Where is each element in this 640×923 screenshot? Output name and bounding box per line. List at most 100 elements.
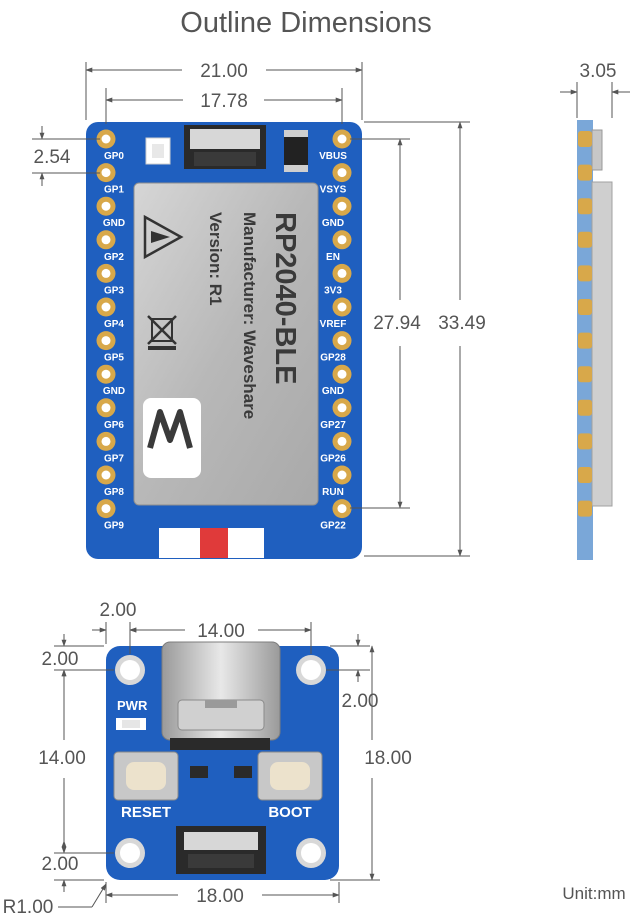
- side-pad: [578, 433, 592, 450]
- pwr-led: [116, 718, 146, 730]
- castellated-pad: [332, 129, 352, 149]
- side-pad-column: [578, 131, 592, 517]
- castellated-pad: [96, 431, 116, 451]
- pin-label: GP5: [104, 353, 124, 364]
- module-name: RP2040-BLE: [269, 212, 301, 384]
- pin-label: GP3: [104, 285, 124, 296]
- dim-adapter-hole-offset-top-right: 2.00: [326, 634, 378, 712]
- right-pin-labels: VBUSVSYSGNDEN3V3VREFGP28GNDGP27GP26RUNGP…: [319, 151, 347, 532]
- dim-adapter-width: 18.00: [105, 882, 340, 907]
- dim-pin-pitch: 2.54: [32, 126, 100, 186]
- dim-adapter-corner-radius: R1.00: [3, 883, 107, 918]
- side-view: [577, 120, 613, 560]
- dim-adapter-hole-offset-bottom-label: 2.00: [42, 854, 79, 875]
- pin-label: GP4: [104, 319, 124, 330]
- pin-label: GP28: [320, 353, 346, 364]
- dim-pin-pitch-label: 2.54: [34, 147, 71, 168]
- pin-label: GP8: [104, 487, 124, 498]
- dim-board-width: 21.00: [85, 61, 363, 120]
- castellated-pad: [332, 263, 352, 283]
- dim-adapter-height: 18.00: [330, 645, 412, 881]
- dim-adapter-hole-spacing-y-label: 14.00: [38, 748, 86, 769]
- dim-adapter-corner-radius-label: R1.00: [3, 897, 54, 918]
- side-pad: [578, 399, 592, 416]
- bottom-fuse: [200, 528, 228, 558]
- dim-pin-column-length: 27.94: [350, 138, 421, 509]
- mounting-hole: [115, 655, 145, 685]
- pin-label: GP9: [104, 521, 124, 532]
- castellated-pad: [332, 465, 352, 485]
- dim-pin-column-length-label: 27.94: [373, 313, 421, 334]
- dim-pin-row-span: 17.78: [105, 88, 343, 124]
- dim-pin-row-span-label: 17.78: [200, 91, 248, 112]
- dim-board-length: 33.49: [364, 121, 486, 557]
- pin-label: EN: [326, 252, 340, 263]
- pin-label: GND: [322, 218, 344, 229]
- module-version: Version: R1: [206, 212, 225, 306]
- side-pad: [578, 198, 592, 215]
- reset-button[interactable]: [113, 751, 179, 801]
- dim-adapter-hole-spacing-y: 14.00: [38, 669, 114, 854]
- dim-adapter-hole-offset-x: 2.00: [92, 600, 144, 654]
- castellated-pad: [332, 297, 352, 317]
- pin-label: GP0: [104, 151, 124, 162]
- side-pad: [578, 164, 592, 181]
- boot-label: BOOT: [268, 804, 311, 821]
- adapter-board: PWR RESET BOOT: [106, 641, 339, 880]
- castellated-pad: [332, 499, 352, 519]
- castellated-pad: [96, 196, 116, 216]
- esd-warning-icon: [143, 214, 184, 260]
- right-pad-column: [332, 129, 352, 519]
- castellated-pad: [96, 230, 116, 250]
- castellated-pad: [96, 398, 116, 418]
- pin-label: GP22: [320, 521, 346, 532]
- side-pad: [578, 467, 592, 483]
- mounting-hole: [296, 838, 326, 868]
- module-manufacturer: Manufacturer: Waveshare: [240, 212, 259, 419]
- side-pad: [578, 500, 592, 517]
- pin-label: GP27: [320, 420, 346, 431]
- pin-label: VBUS: [319, 151, 347, 162]
- side-shield: [591, 181, 613, 507]
- rf-module-shield: RP2040-BLE Manufacturer: Waveshare Versi…: [133, 182, 319, 506]
- pin-label: GP2: [104, 252, 124, 263]
- castellated-pad: [96, 263, 116, 283]
- castellated-pad: [332, 163, 352, 183]
- page-title: Outline Dimensions: [180, 7, 431, 39]
- adapter-fpc-connector: [176, 826, 266, 874]
- side-pad: [578, 299, 592, 315]
- dim-adapter-hole-offset-top: 2.00: [42, 634, 114, 682]
- dim-side-thickness-label: 3.05: [580, 61, 617, 82]
- left-pad-column: [96, 129, 116, 519]
- pin-label: VSYS: [320, 185, 347, 196]
- fpc-connector: [184, 125, 266, 169]
- castellated-pad: [96, 465, 116, 485]
- pin-label: VREF: [320, 319, 347, 330]
- pin-label: GND: [103, 386, 125, 397]
- pin-label: GP1: [104, 185, 124, 196]
- side-pad: [578, 231, 592, 248]
- castellated-pad: [96, 499, 116, 519]
- usb-c-connector: [161, 641, 281, 750]
- castellated-pad: [96, 163, 116, 183]
- castellated-pad: [96, 364, 116, 384]
- castellated-pad: [96, 331, 116, 351]
- dim-adapter-hole-spacing-x: 14.00: [129, 621, 312, 654]
- mounting-hole: [115, 838, 145, 868]
- castellated-pad: [96, 297, 116, 317]
- castellated-pad: [332, 331, 352, 351]
- dim-adapter-hole-offset-x-label: 2.00: [100, 600, 137, 621]
- pwr-label: PWR: [117, 698, 148, 713]
- dim-side-thickness: 3.05: [560, 61, 630, 118]
- castellated-pad: [332, 196, 352, 216]
- side-pad: [578, 366, 592, 383]
- diode: [284, 130, 308, 172]
- mounting-hole: [296, 655, 326, 685]
- side-pad: [578, 265, 592, 282]
- pin-label: 3V3: [324, 285, 342, 296]
- side-connector: [591, 129, 603, 171]
- boot-button[interactable]: [257, 751, 323, 801]
